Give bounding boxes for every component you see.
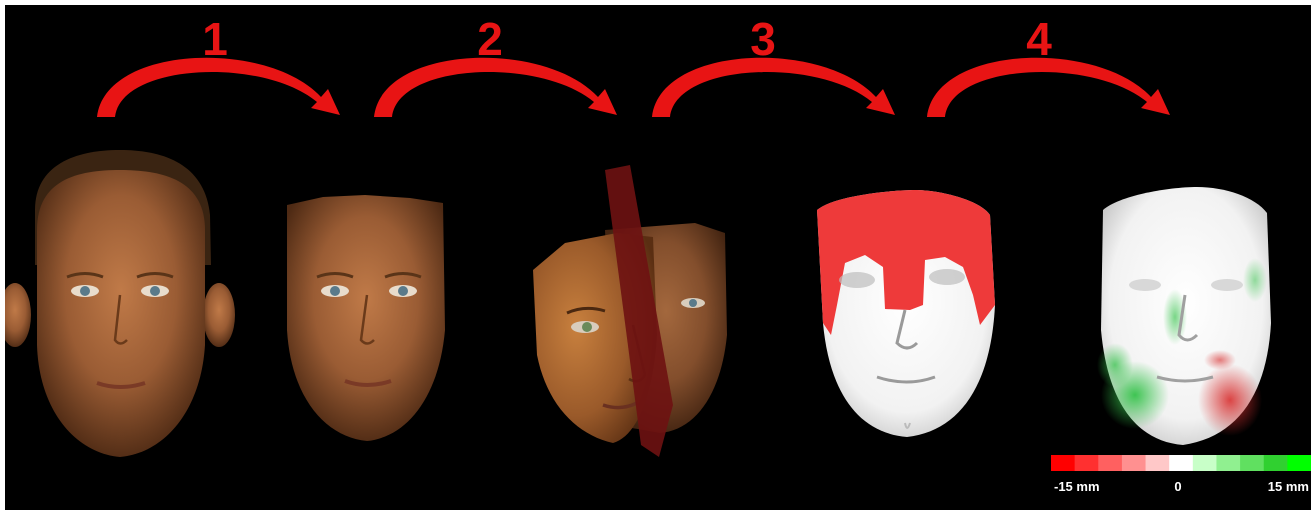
scale-swatch	[1216, 455, 1240, 471]
curved-arrow-icon	[97, 58, 340, 117]
scale-swatch	[1287, 455, 1311, 471]
curved-arrow-icon	[374, 58, 617, 117]
step-arrow-3: 3	[652, 13, 895, 117]
color-scale-bar	[1051, 455, 1311, 471]
scale-swatch	[1169, 455, 1193, 471]
panel-registration-face-mesh	[817, 190, 995, 437]
scale-swatch	[1098, 455, 1122, 471]
scale-swatch	[1264, 455, 1288, 471]
step-number-label: 1	[202, 13, 228, 65]
step-number-label: 4	[1026, 13, 1052, 65]
step-arrow-4: 4	[927, 13, 1170, 117]
panel-full-head-scan	[5, 150, 235, 457]
scale-swatch	[1075, 455, 1099, 471]
curved-arrow-icon	[652, 58, 895, 117]
panel-mirrored-face-scan	[533, 165, 727, 457]
scale-max-label: 15 mm	[1268, 479, 1309, 494]
panel-cropped-face-scan	[287, 195, 445, 441]
scale-swatch	[1240, 455, 1264, 471]
step-arrow-1: 1	[97, 13, 340, 117]
scale-min-label: -15 mm	[1054, 479, 1100, 494]
step-number-label: 3	[750, 13, 776, 65]
scale-swatch	[1122, 455, 1146, 471]
step-arrow-2: 2	[374, 13, 617, 117]
workflow-figure: 1 2 3 4	[5, 5, 1311, 510]
scale-swatch	[1193, 455, 1217, 471]
scale-swatch	[1051, 455, 1075, 471]
panel-deviation-color-map	[1097, 187, 1271, 445]
figure-canvas: 1 2 3 4	[5, 5, 1311, 510]
curved-arrow-icon	[927, 58, 1170, 117]
scale-swatch	[1146, 455, 1170, 471]
step-number-label: 2	[477, 13, 503, 65]
scale-mid-label: 0	[1174, 479, 1181, 494]
